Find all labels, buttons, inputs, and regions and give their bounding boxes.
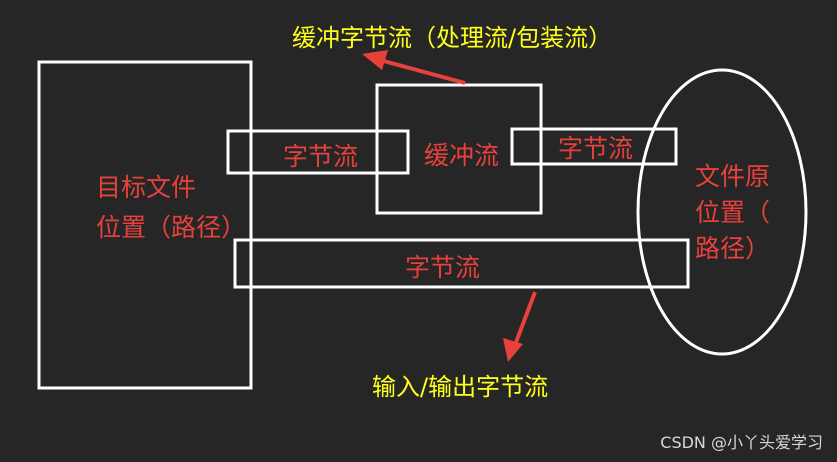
- bottom-byte-stream-box: [233, 238, 690, 289]
- io-caption: 输入/输出字节流: [372, 373, 548, 401]
- source-label-line3: 路径）: [695, 234, 770, 263]
- target-label-line2: 位置（路径）: [96, 213, 246, 242]
- top-left-byte-stream-label: 字节流: [283, 142, 358, 171]
- buffered-stream-label: 缓冲流: [424, 141, 499, 170]
- source-label-line2: 位置（: [695, 198, 770, 227]
- buffered-arrow-shaft: [379, 58, 466, 85]
- bottom-byte-stream-label: 字节流: [405, 253, 480, 282]
- buffered-caption: 缓冲字节流（处理流/包装流）: [292, 24, 612, 52]
- source-file-ellipse: [636, 68, 808, 356]
- top-right-byte-stream-label: 字节流: [558, 134, 633, 163]
- top-right-byte-stream-box: [510, 127, 678, 166]
- io-arrow-head: [503, 338, 523, 362]
- top-left-byte-stream-box: [226, 129, 410, 175]
- buffered-arrow-head: [362, 50, 388, 70]
- target-label-line1: 目标文件: [96, 173, 196, 202]
- target-file-box: [37, 60, 253, 390]
- buffered-stream-box: [375, 83, 543, 215]
- watermark: CSDN @小丫头爱学习: [660, 433, 823, 452]
- source-label-line1: 文件原: [695, 162, 770, 191]
- io-arrow-shaft: [513, 291, 537, 346]
